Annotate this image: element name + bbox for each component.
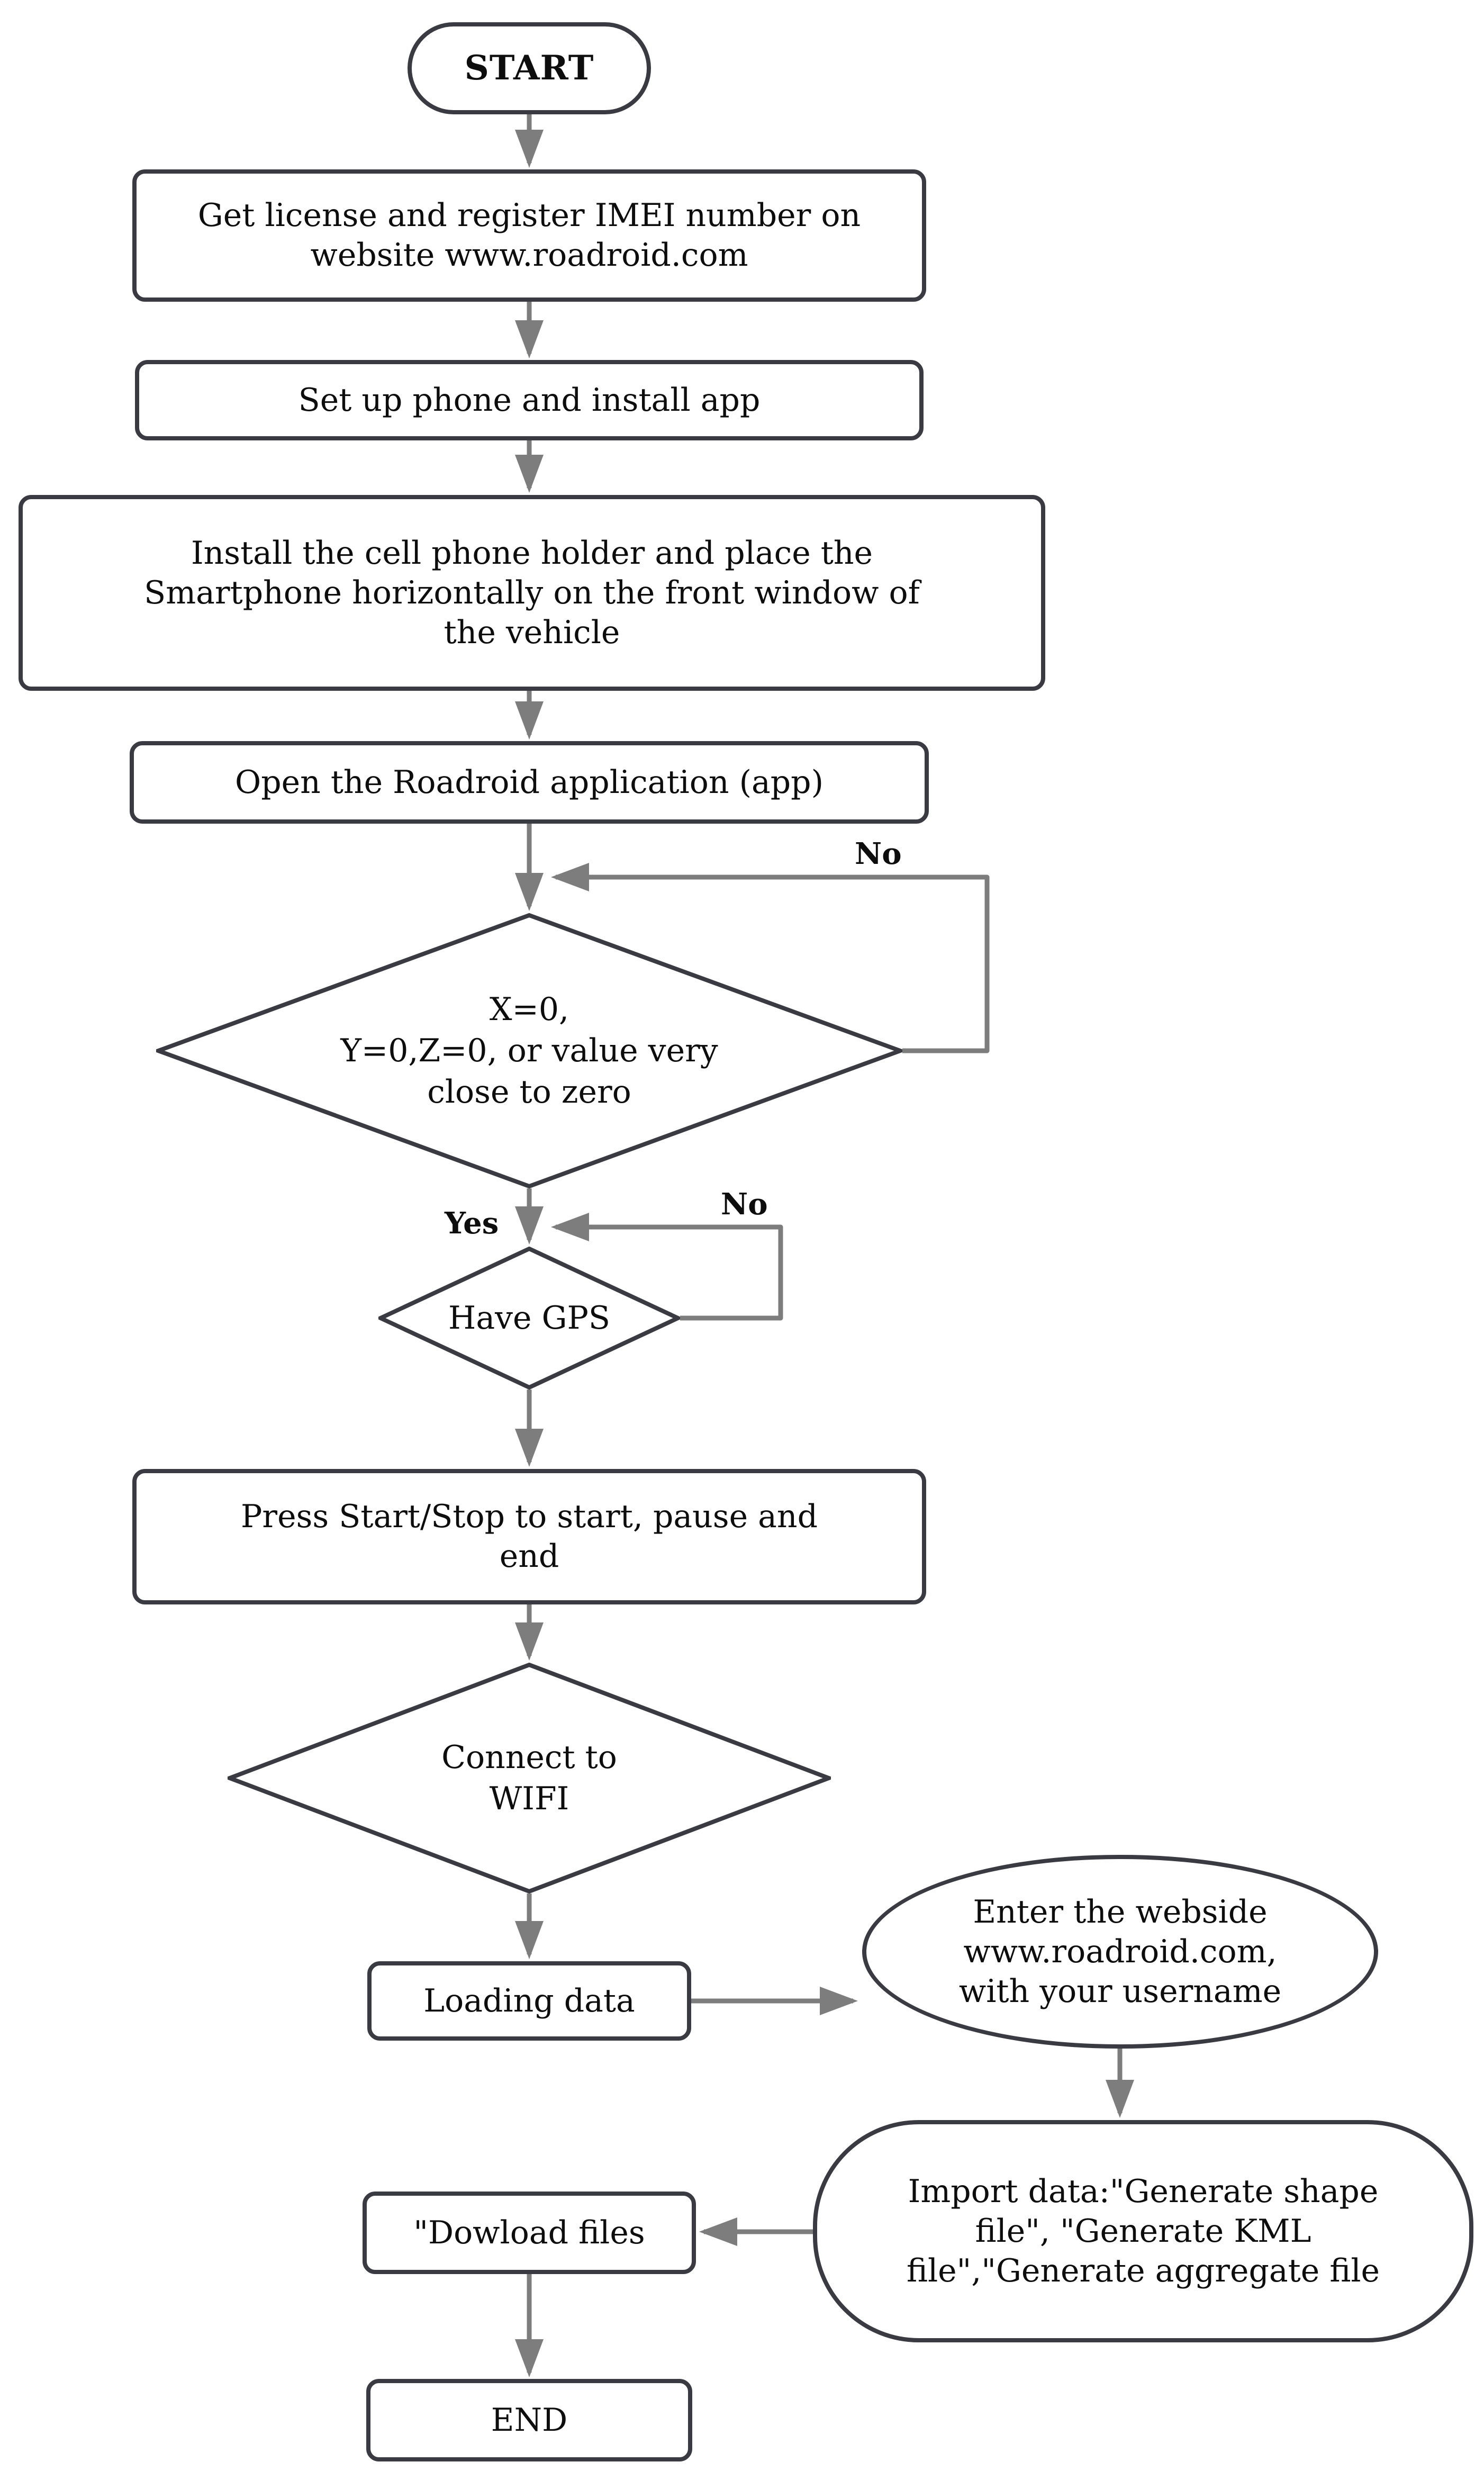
node-get-license-label: Get license and register IMEI number on … — [197, 197, 861, 274]
diamond-shape — [378, 1247, 680, 1390]
decision-sensor-zero: X=0, Y=0,Z=0, or value very close to zer… — [156, 913, 902, 1188]
node-download-files: "Dowload files — [363, 2192, 696, 2274]
decision-sensor-zero-label: X=0, Y=0,Z=0, or value very close to zer… — [340, 991, 718, 1111]
node-loading-data-label: Loading data — [423, 1982, 635, 2019]
node-press-start-stop: Press Start/Stop to start, pause and end — [132, 1469, 926, 1604]
node-install-holder-label: Install the cell phone holder and place … — [144, 534, 920, 651]
node-download-files-label: "Dowload files — [413, 2214, 645, 2251]
edge-label-no-sensor: No — [855, 836, 902, 871]
node-loading-data: Loading data — [367, 1961, 691, 2041]
decision-connect-wifi: Connect to WIFI — [228, 1663, 831, 1893]
diamond-shape — [228, 1663, 831, 1893]
node-import-data: Import data:"Generate shape file", "Gene… — [813, 2120, 1473, 2342]
node-open-app: Open the Roadroid application (app) — [130, 741, 929, 824]
arrow-gps-no-loop — [551, 1213, 783, 1321]
edge-label-no-gps: No — [721, 1187, 768, 1222]
node-setup-phone-label: Set up phone and install app — [298, 381, 761, 419]
decision-have-gps: Have GPS — [378, 1247, 680, 1390]
node-setup-phone: Set up phone and install app — [135, 360, 924, 440]
decision-connect-wifi-label: Connect to WIFI — [441, 1739, 617, 1817]
decision-have-gps-label: Have GPS — [448, 1300, 610, 1337]
node-end-label: END — [491, 2401, 568, 2439]
node-start: START — [408, 22, 651, 114]
node-get-license: Get license and register IMEI number on … — [132, 169, 926, 302]
node-open-app-label: Open the Roadroid application (app) — [235, 763, 824, 801]
node-start-label: START — [464, 48, 594, 88]
node-end: END — [366, 2379, 692, 2461]
node-press-start-stop-label: Press Start/Stop to start, pause and end — [241, 1498, 818, 1575]
diamond-shape — [156, 913, 902, 1188]
node-install-holder: Install the cell phone holder and place … — [19, 495, 1045, 691]
edge-label-yes-gps: Yes — [445, 1206, 499, 1241]
arrow-sensor-no-loop — [551, 863, 990, 1053]
node-import-data-label: Import data:"Generate shape file", "Gene… — [906, 2172, 1380, 2289]
node-enter-website: Enter the webside www.roadroid.com, with… — [862, 1855, 1378, 2049]
node-enter-website-label: Enter the webside www.roadroid.com, with… — [958, 1893, 1282, 2010]
